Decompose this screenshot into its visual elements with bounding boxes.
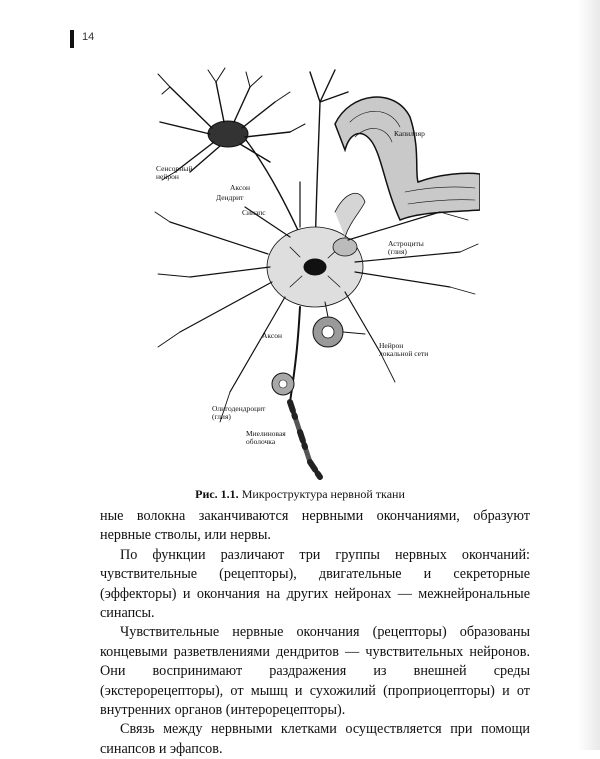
label-astrocytes: Астроциты (глия) xyxy=(388,240,424,256)
page-marker-bar xyxy=(70,30,74,48)
paragraph: Чувствительные нервные окончания (рецепт… xyxy=(100,623,530,720)
page-number: 14 xyxy=(82,31,94,43)
label-dendrite: Дендрит xyxy=(216,194,243,202)
label-sensory-neuron: Сенсорный нейрон xyxy=(156,165,192,181)
paragraph: ные волокна заканчиваются нервными оконч… xyxy=(100,507,530,546)
neuron-illustration xyxy=(150,62,480,480)
paragraph: По функции различают три группы нервных … xyxy=(100,546,530,624)
label-myelin-sheath: Миелиновая оболочка xyxy=(246,430,286,446)
figure-caption-number: Рис. 1.1. xyxy=(195,487,239,501)
body-text: ные волокна заканчиваются нервными оконч… xyxy=(100,507,530,759)
label-axon-top: Аксон xyxy=(230,184,250,192)
paragraph: Связь между нервными клетками осуществля… xyxy=(100,720,530,759)
neuron-figure: Сенсорный нейрон Аксон Дендрит Синапс Ка… xyxy=(150,62,480,480)
figure-caption-text: Микроструктура нервной ткани xyxy=(242,487,405,501)
label-synapse: Синапс xyxy=(242,209,266,217)
label-local-neuron: Нейрон локальной сети xyxy=(379,342,428,358)
label-oligodendrocyte: Олигодендроцит (глия) xyxy=(212,405,265,421)
page-edge-shadow xyxy=(578,0,600,750)
figure-caption: Рис. 1.1. Микроструктура нервной ткани xyxy=(0,487,600,502)
label-capillary: Капилляр xyxy=(394,130,425,138)
label-axon-bottom: Аксон xyxy=(262,332,282,340)
